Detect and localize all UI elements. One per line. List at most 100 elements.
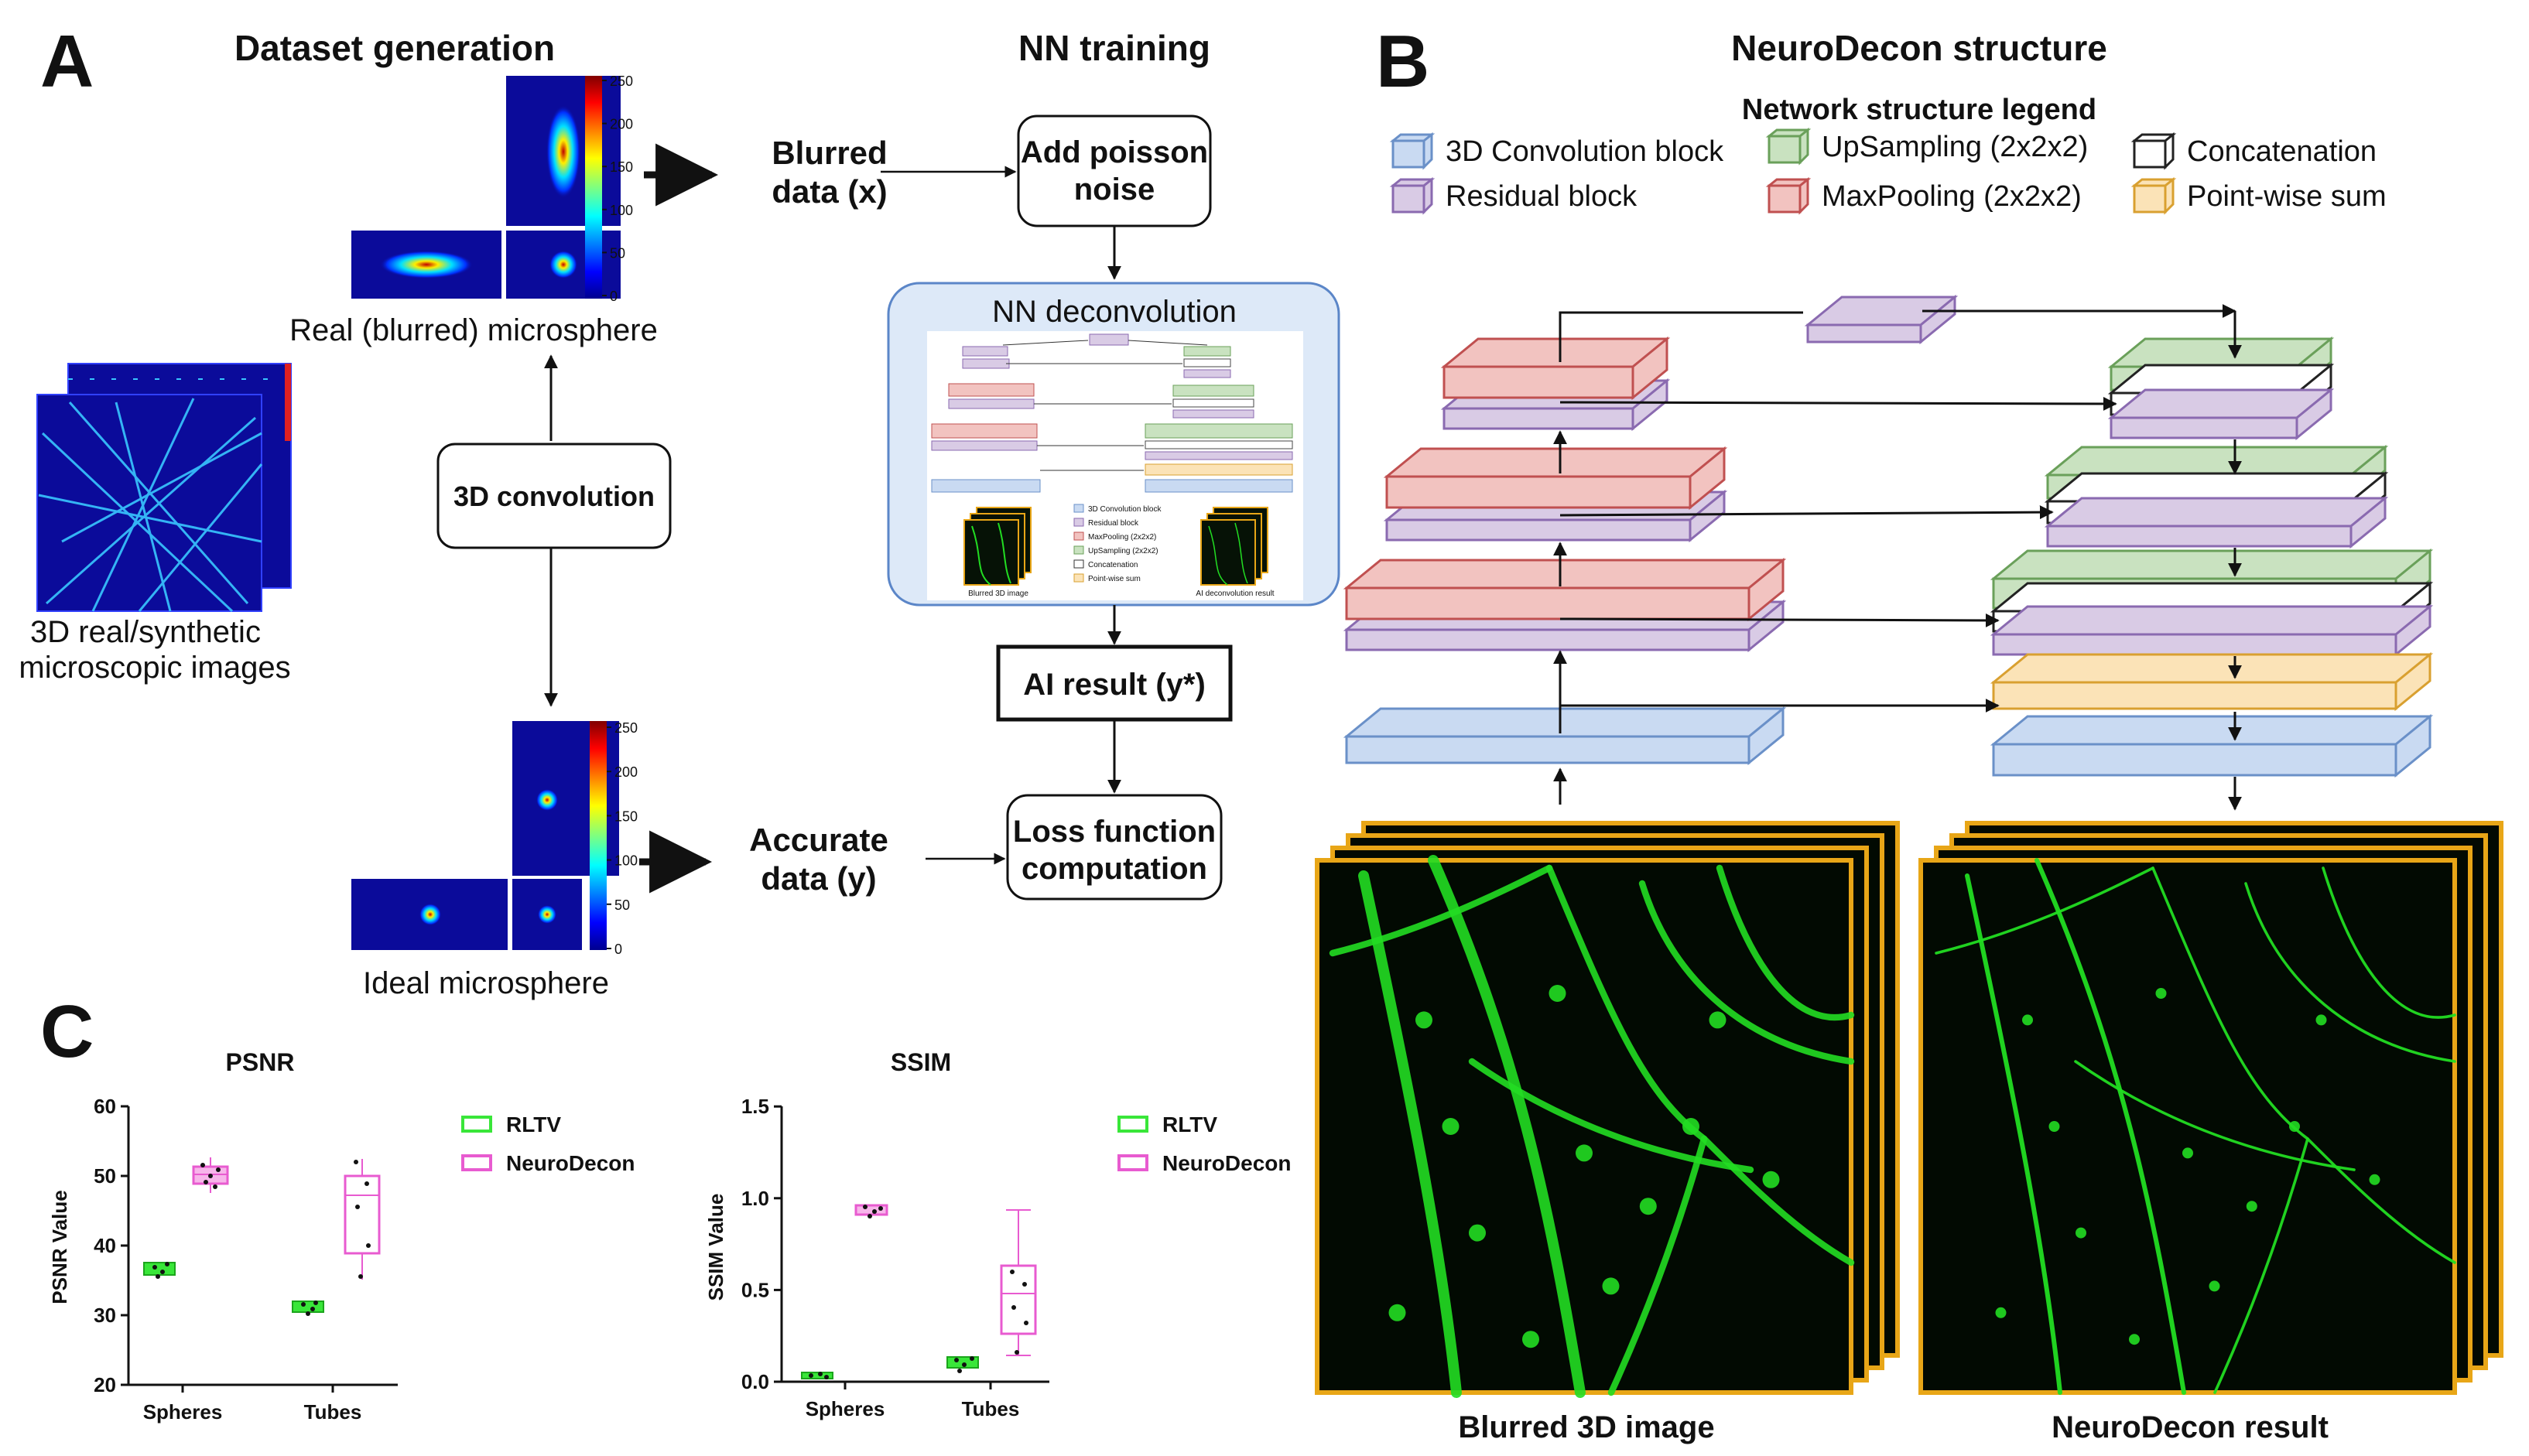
- output-stack-spine-8: [2369, 1174, 2380, 1185]
- mini-legend-label-2: MaxPooling (2x2x2): [1088, 533, 1156, 542]
- filament-lines: [38, 398, 263, 613]
- dec-res-2-side: [2349, 495, 2387, 549]
- legend-label-4: Concatenation: [2187, 135, 2377, 168]
- legend-cube-4: [2133, 139, 2167, 169]
- ideal-xy-spot: [538, 905, 556, 924]
- legend-cube-3: [1768, 184, 1802, 214]
- enc-res-2-side: [1689, 489, 1726, 543]
- legend-cube-side-2: [1798, 127, 1809, 166]
- conv-label: 3D convolution: [453, 480, 655, 512]
- mini-architecture: [931, 333, 1293, 493]
- ai-result-label: AI result (y*): [1023, 668, 1206, 702]
- dec-res-1-side: [2295, 387, 2332, 441]
- output-stack-neurite-3: [2151, 866, 2309, 1140]
- legend-cube-5: [2133, 184, 2167, 214]
- blurred-data-line2: data (x): [772, 173, 887, 210]
- panel-letter-a: A: [40, 20, 94, 103]
- enc-pool-3-side: [1747, 557, 1785, 622]
- input-stack-spine-10: [1522, 1331, 1539, 1348]
- mini-legend-swatch-0: [1073, 504, 1084, 513]
- psnr-points: [152, 1160, 371, 1316]
- ssim-ytick-1: 0.5: [741, 1278, 769, 1301]
- enc-pool-2: [1385, 475, 1692, 509]
- legend-label-0: 3D Convolution block: [1446, 135, 1724, 168]
- psnr-ytick-1: 30: [94, 1304, 116, 1327]
- nn-training-title: NN training: [1018, 28, 1210, 68]
- output-image-stack: [1918, 821, 2503, 1395]
- poisson-box: [1017, 114, 1212, 227]
- legend-cube-2: [1768, 135, 1802, 164]
- input-stack-neurite-4: [1607, 1135, 1708, 1396]
- panel-letter-c: C: [40, 990, 94, 1073]
- ssim-box-neurodecon-tubes: [1000, 1264, 1037, 1335]
- skip-3: [1559, 613, 2000, 627]
- real-colorbar-tick-3: 150: [610, 159, 633, 175]
- input-stack-spine-11: [1388, 1304, 1406, 1321]
- ssim-legend-neurodecon-swatch: [1117, 1154, 1148, 1171]
- dec-res-3-side: [2394, 603, 2431, 658]
- mini-input-stack: [963, 507, 1032, 586]
- dec-conv-top: [1990, 715, 2434, 746]
- mini-legend-swatch-4: [1073, 559, 1084, 569]
- dec-res-2: [2046, 525, 2353, 548]
- input-stack-spine-3: [1549, 985, 1566, 1002]
- legend-label-1: Residual block: [1446, 180, 1638, 213]
- loss-line2: computation: [1022, 852, 1207, 886]
- real-colorbar-tick-4: 200: [610, 117, 633, 132]
- psnr-ytick-0: 20: [94, 1373, 116, 1396]
- mini-legend-label-4: Concatenation: [1088, 561, 1138, 569]
- ideal-colorbar-tick-2: 100: [614, 853, 638, 869]
- neurodecon-title: NeuroDecon structure: [1731, 28, 2107, 68]
- ssim-chart: SSIM SSIM Value 0.00.51.01.5 Spheres Tub…: [704, 1048, 1291, 1420]
- mini-legend-label-3: UpSampling (2x2x2): [1088, 547, 1158, 555]
- ideal-colorbar-tick-0: 0: [614, 942, 622, 957]
- accurate-data-line2: data (y): [761, 860, 876, 897]
- dec-sum-top: [1990, 653, 2434, 684]
- psnr-xtick-spheres: Spheres: [143, 1400, 223, 1424]
- microscopic-image-stack: [36, 363, 292, 613]
- output-stack-neurite-1: [2034, 858, 2186, 1395]
- output-stack-spine-9: [2246, 1201, 2257, 1212]
- ideal-colorbar-tick-3: 150: [614, 808, 638, 824]
- input-stack-spine-1: [1442, 1118, 1460, 1135]
- ssim-xtick-spheres: Spheres: [806, 1397, 885, 1420]
- enc-res-1-side: [1631, 378, 1668, 432]
- legend-cube-1: [1391, 184, 1425, 214]
- ssim-ytick-3: 1.5: [741, 1095, 769, 1118]
- enc-pool-3-top: [1343, 559, 1787, 590]
- psnr-ytick-2: 40: [94, 1234, 116, 1257]
- ideal-colorbar-tick-5: 250: [614, 720, 638, 736]
- output-stack-spine-6: [2289, 1121, 2300, 1132]
- dec-res-1: [2110, 416, 2298, 439]
- ssim-title: SSIM: [891, 1048, 951, 1076]
- enc-res-3: [1345, 628, 1750, 651]
- enc-conv-top: [1343, 707, 1787, 738]
- output-stack-neurite-5: [2244, 882, 2456, 1063]
- panel-b: B NeuroDecon structure Network structure…: [1315, 20, 2503, 1444]
- dec-conv: [1992, 743, 2397, 777]
- output-caption: NeuroDecon result: [2052, 1410, 2329, 1444]
- input-stack-spine-8: [1762, 1171, 1780, 1188]
- real-colorbar: [585, 76, 602, 299]
- psnr-box-rltv-spheres: [143, 1262, 176, 1276]
- mini-legend-label-5: Point-wise sum: [1088, 575, 1141, 583]
- output-stack-neurite-2: [1935, 866, 2154, 955]
- real-colorbar-tick-2: 100: [610, 203, 633, 218]
- psnr-ytick-3: 50: [94, 1164, 116, 1188]
- bottleneck-res-side: [1919, 294, 1956, 345]
- input-stack-neurite-1: [1428, 855, 1586, 1398]
- mini-result-caption: AI deconvolution result: [1196, 590, 1274, 598]
- dec-up-1-top: [2107, 337, 2335, 368]
- input-stack-neurite-0: [1358, 870, 1462, 1398]
- mini-legend-swatch-3: [1073, 545, 1084, 555]
- mini-legend-swatch-1: [1073, 518, 1084, 527]
- real-xz-spot: [546, 105, 580, 198]
- input-stack-neurite-2: [1329, 864, 1553, 957]
- legend-cube-side-5: [2164, 176, 2175, 215]
- ideal-colorbar-tick-1: 50: [614, 897, 630, 913]
